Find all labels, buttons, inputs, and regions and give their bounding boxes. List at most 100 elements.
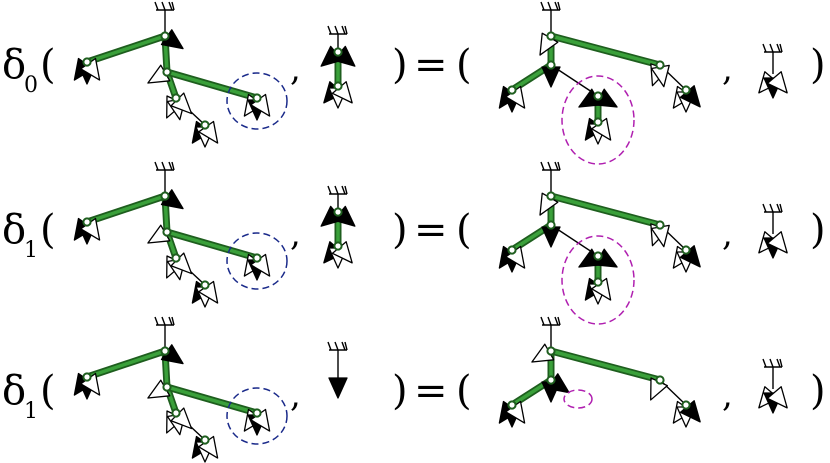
vertex-node (252, 408, 262, 418)
close-paren: ) (810, 42, 826, 88)
tree-edge (341, 25, 346, 35)
dashed-selection-circle (226, 387, 288, 445)
tree-edge (769, 203, 774, 213)
tree-edge (554, 316, 559, 326)
vertex-node (82, 372, 92, 382)
close-paren: ) (810, 207, 826, 253)
highlighted-edge-core (165, 70, 259, 100)
vertex-node (162, 382, 172, 392)
vertex-node (252, 253, 262, 263)
tree-edge (344, 341, 348, 351)
tree-edge (554, 1, 559, 11)
row-3-trees (73, 316, 788, 463)
open-paren: ( (40, 42, 56, 88)
tree-edge (168, 1, 173, 11)
tree-edge (334, 341, 339, 351)
close-paren: ) (810, 368, 826, 414)
tree-edge (161, 161, 166, 171)
tree-edge (327, 25, 332, 35)
vertex-node (82, 217, 92, 227)
vertex-node (171, 93, 181, 103)
tree-edge (557, 316, 561, 326)
dashed-selection-circle (226, 72, 288, 130)
vertex-node (200, 280, 210, 290)
tree-edge (762, 203, 767, 213)
vertex-node (171, 253, 181, 263)
highlighted-edge-core (165, 230, 259, 260)
open-leaf-triangle (766, 386, 788, 409)
equals-sign: = (414, 207, 448, 253)
tree-edge (779, 358, 783, 368)
tree-edge (171, 161, 175, 171)
highlighted-edge-core (165, 385, 259, 415)
vertex-node (200, 120, 210, 130)
tree-edge (557, 161, 561, 171)
tree-edge (779, 43, 783, 53)
highlighted-edge-core (85, 34, 167, 64)
comma: , (722, 214, 733, 254)
tree-edge (344, 185, 348, 195)
vertex-node (655, 375, 665, 385)
tree-edge (547, 161, 552, 171)
tree-edge (769, 358, 774, 368)
row-2-trees (73, 161, 788, 325)
vertex-node (507, 400, 517, 410)
vertex-node (546, 31, 556, 41)
vertex-node (546, 191, 556, 201)
comma: , (722, 49, 733, 89)
vertex-node (162, 227, 172, 237)
highlighted-edge-core (85, 194, 167, 224)
tree-edge (547, 316, 552, 326)
tree-edge (154, 316, 159, 326)
highlighted-edge-core (549, 34, 662, 67)
tree-edge (161, 1, 166, 11)
tree-edge (168, 161, 173, 171)
vertex-node (655, 60, 665, 70)
vertex-node (593, 277, 603, 287)
dashed-selection-circle (226, 232, 288, 290)
vertex-node (333, 241, 343, 251)
vertex-node (681, 400, 691, 410)
delta-index: 0 (24, 73, 38, 98)
delta-symbol: δ (2, 207, 26, 253)
open-paren: ( (40, 368, 56, 414)
close-paren: ) (392, 42, 408, 88)
tree-edge (154, 161, 159, 171)
vertex-node (681, 245, 691, 255)
vertex-node (160, 191, 170, 201)
vertex-node (162, 67, 172, 77)
dashed-result-circle (561, 75, 635, 165)
tree-edge (762, 358, 767, 368)
tree-edge (341, 185, 346, 195)
vertex-node (252, 93, 262, 103)
vertex-node (593, 91, 603, 101)
vertex-node (681, 85, 691, 95)
tree-edge (168, 316, 173, 326)
tree-edge (327, 341, 332, 351)
tree-edge (554, 161, 559, 171)
vertex-node (507, 245, 517, 255)
open-paren: ( (456, 368, 472, 414)
equation-row: δ0(,)=(,) (2, 42, 826, 98)
vertex-node (655, 220, 665, 230)
comma: , (290, 375, 301, 415)
tree-edge (769, 43, 774, 53)
delta-index: 1 (24, 238, 38, 263)
filled-leaf-triangle (541, 226, 561, 248)
tree-edge (327, 185, 332, 195)
comma: , (290, 49, 301, 89)
tree-edge (557, 1, 561, 11)
equation-row: δ1(,)=(,) (2, 207, 826, 263)
tree-edge (547, 1, 552, 11)
tree-edge (540, 161, 545, 171)
vertex-node (546, 220, 556, 230)
close-paren: ) (392, 207, 408, 253)
highlighted-edge-core (549, 194, 662, 227)
vertex-node (546, 375, 556, 385)
tree-edge (779, 203, 783, 213)
vertex-node (546, 60, 556, 70)
highlighted-edge-core (85, 349, 167, 379)
open-paren: ( (456, 42, 472, 88)
vertex-node (546, 346, 556, 356)
